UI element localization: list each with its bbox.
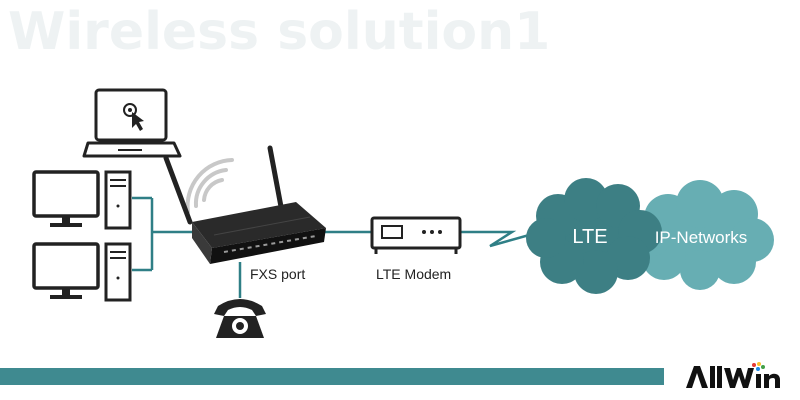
page-title: Wireless solution1 [8, 2, 551, 62]
desktop-icon-2 [32, 242, 132, 302]
connection-lines [132, 196, 541, 298]
logo-icon [686, 362, 780, 388]
ip-networks-cloud-label: IP-Networks [654, 228, 748, 247]
cloud-icon-lte [526, 178, 662, 294]
desktop-icon [32, 170, 132, 230]
phone-icon [214, 299, 266, 338]
lte-cloud-label: LTE [572, 226, 608, 248]
lte-modem-label: LTE Modem [376, 266, 452, 282]
modem-cloud-link [460, 230, 541, 248]
allwin-logo [684, 362, 784, 390]
modem-icon [370, 216, 462, 254]
footer-bar [0, 368, 664, 385]
fxs-port-label: FXS port [250, 266, 306, 282]
router-icon [163, 145, 326, 264]
cloud-icon-ip-networks [632, 180, 774, 290]
laptop-icon [82, 88, 182, 158]
wifi-icon [185, 158, 234, 214]
